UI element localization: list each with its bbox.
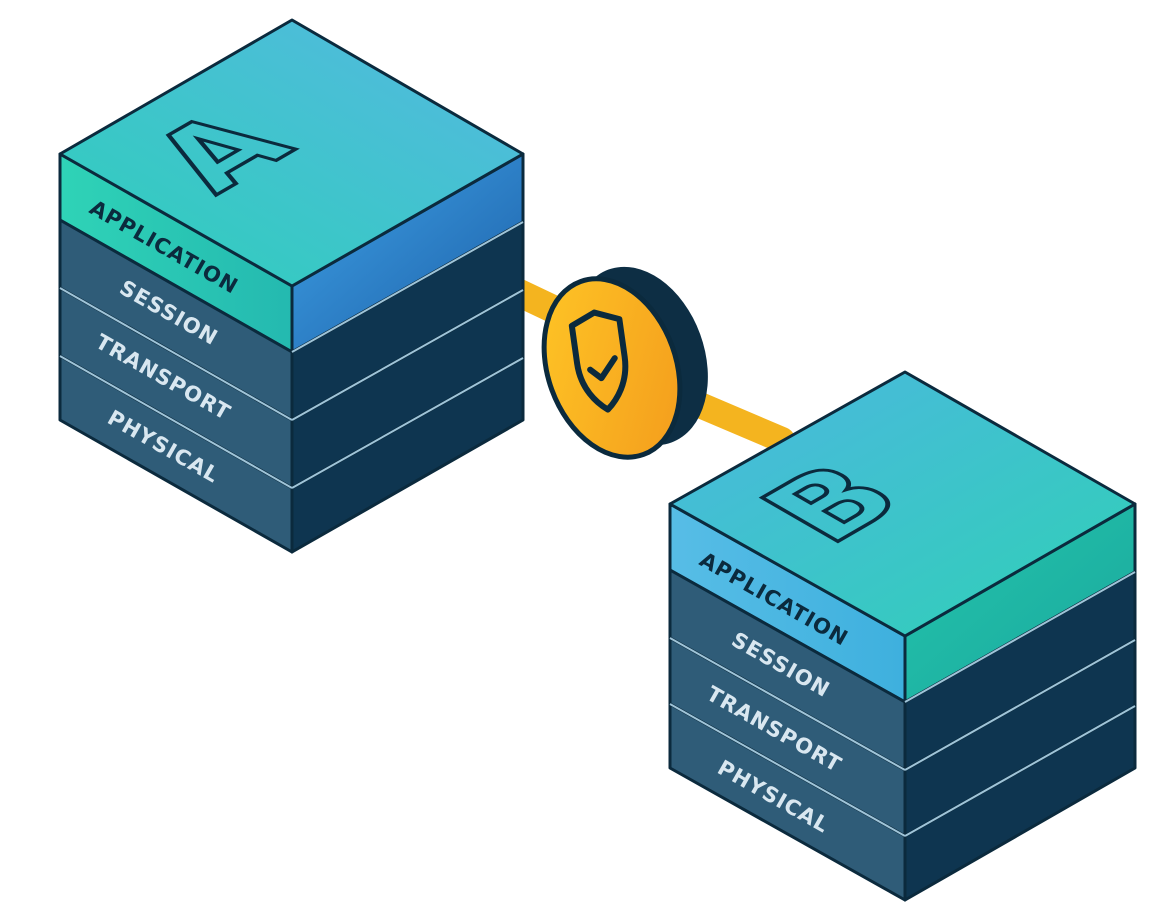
shield-check-icon bbox=[568, 309, 629, 413]
node-a-cube: A APPLICATION SESSION TRANSPORT PHYSICAL bbox=[58, 18, 525, 554]
node-b-cube: B APPLICATION SESSION TRANSPORT PHYSICAL bbox=[668, 370, 1137, 902]
node-a-top-face bbox=[58, 18, 525, 288]
node-b-top-face bbox=[668, 370, 1137, 638]
security-coin bbox=[541, 266, 708, 460]
link-bar-right bbox=[675, 387, 795, 453]
